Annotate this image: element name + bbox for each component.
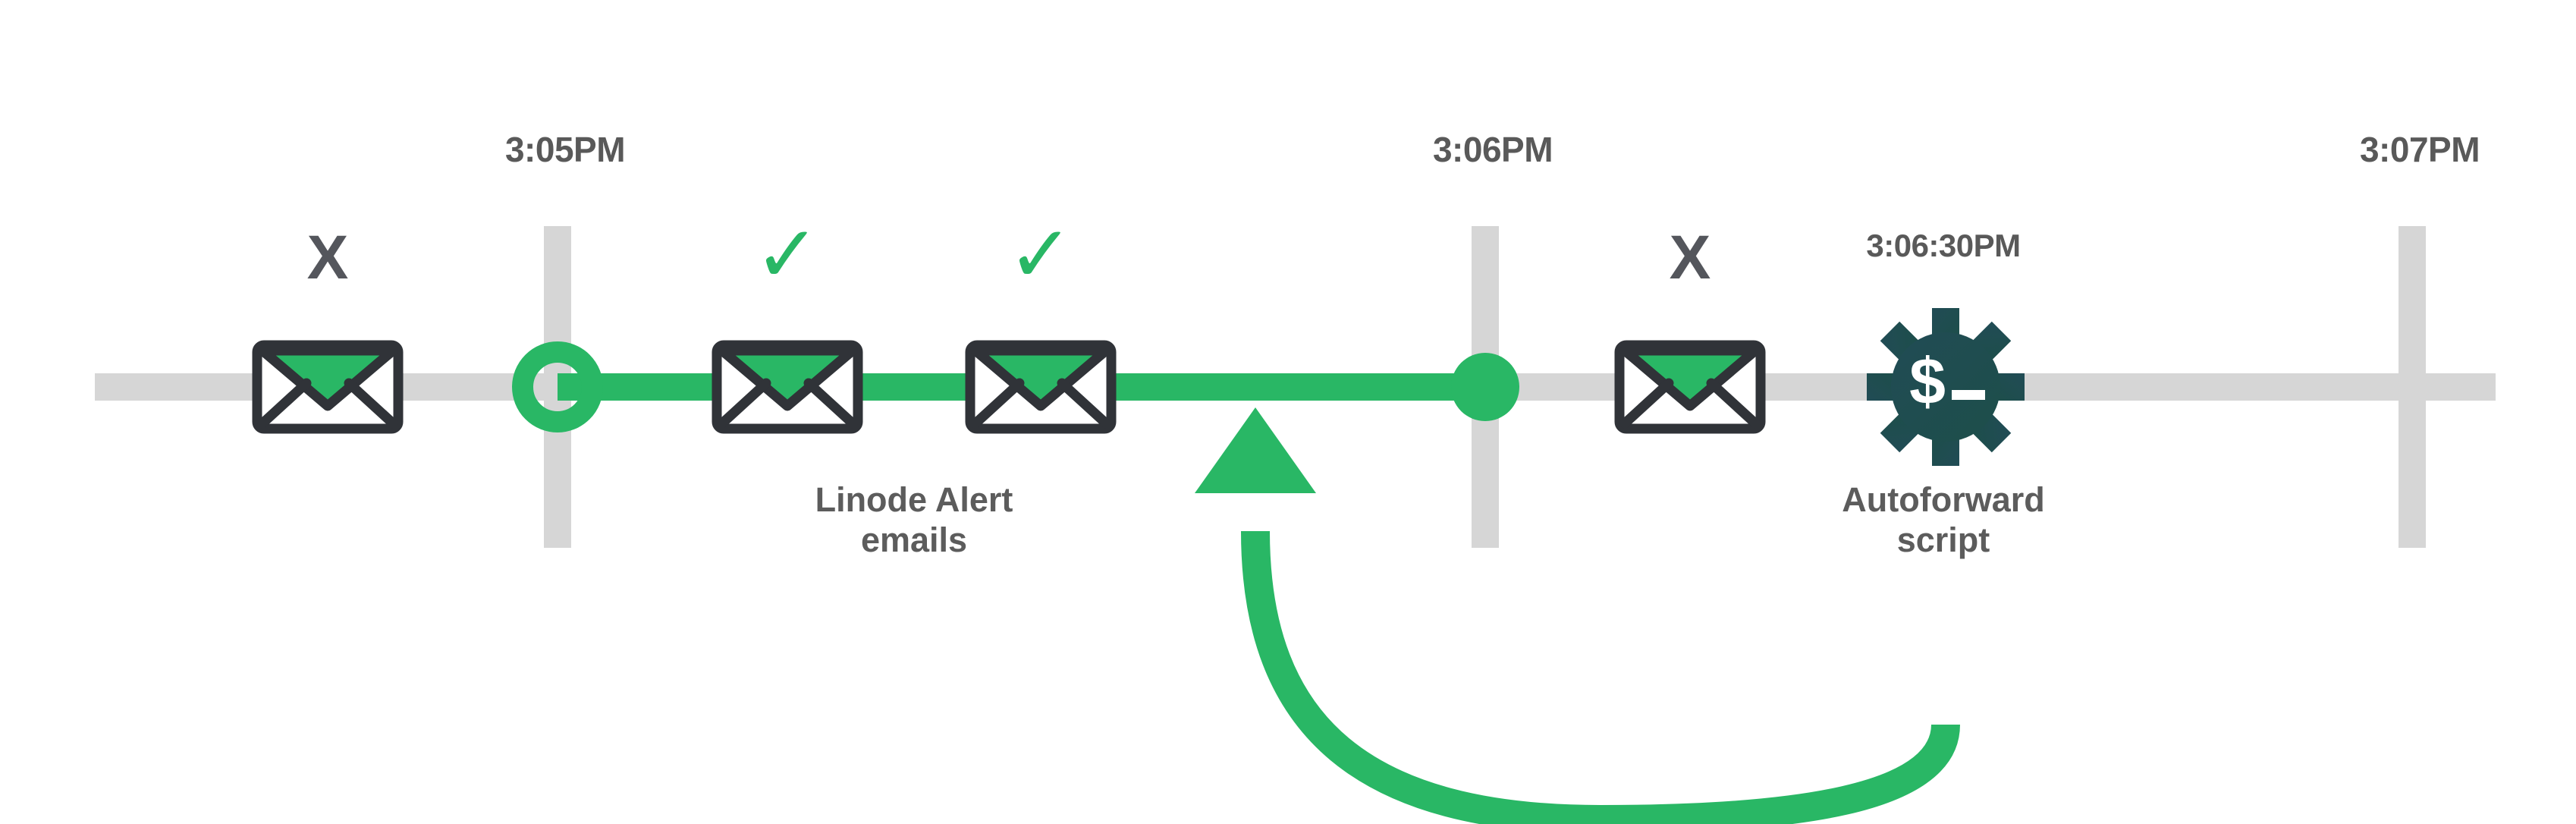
envelope-icon bbox=[252, 340, 404, 434]
gear-script-icon: $ bbox=[1867, 308, 2025, 466]
time-label-306pm: 3:06PM bbox=[1432, 130, 1553, 169]
event-label-linode-alert-emails: Linode Alert emails bbox=[815, 480, 1013, 560]
time-label-305pm: 3:05PM bbox=[504, 130, 626, 169]
feedback-arrow-curve bbox=[1241, 530, 1960, 824]
feedback-arrowhead-up-icon bbox=[1195, 407, 1316, 493]
event-time-label-30630pm: 3:06:30PM bbox=[1866, 228, 2021, 263]
time-label-307pm: 3:07PM bbox=[2359, 130, 2480, 169]
tick-mark-307pm bbox=[2399, 226, 2426, 548]
status-check-icon: ✓ bbox=[754, 208, 821, 300]
status-check-icon: ✓ bbox=[1007, 208, 1074, 300]
event-label-autoforward-script: Autoforward script bbox=[1842, 480, 2045, 560]
envelope-icon bbox=[965, 340, 1117, 434]
segment-start-marker bbox=[512, 341, 603, 432]
status-x-icon: X bbox=[306, 223, 349, 292]
envelope-icon bbox=[1614, 340, 1766, 434]
svg-text:$: $ bbox=[1909, 345, 1946, 418]
segment-end-marker bbox=[1451, 353, 1519, 421]
envelope-icon bbox=[712, 340, 863, 434]
status-x-icon: X bbox=[1669, 223, 1711, 292]
